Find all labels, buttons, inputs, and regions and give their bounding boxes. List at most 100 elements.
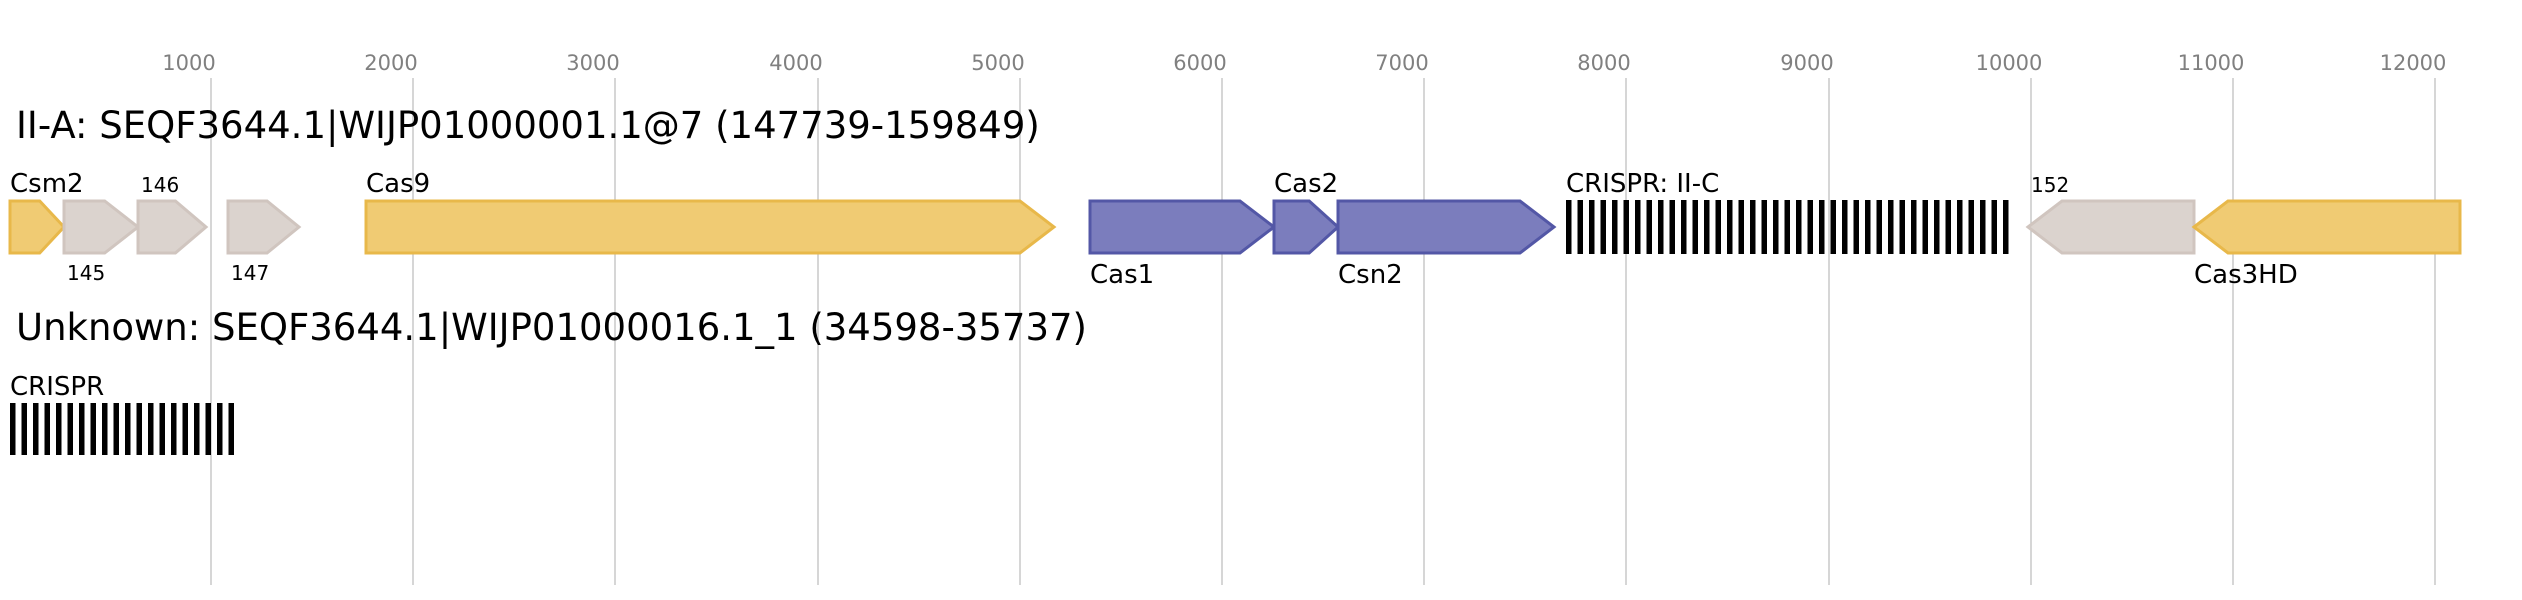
locus-title: II-A: SEQF3644.1|WIJP01000001.1@7 (14773… [16,104,1040,147]
crispr-repeat [1727,200,1733,254]
crispr-repeat [1807,200,1813,254]
crispr-array [1566,200,2009,254]
crispr-repeat [1842,200,1848,254]
feature-label: Csm2 [10,169,84,199]
crispr-repeat [1577,200,1583,254]
gene-arrow-146 [136,199,209,255]
crispr-repeat [102,403,108,455]
crispr-repeat [67,403,73,455]
crispr-repeat [1796,200,1802,254]
crispr-repeat [182,403,188,455]
crispr-repeat [1704,200,1710,254]
axis-tick-label: 1000 [162,51,215,75]
gene-arrow-147 [226,199,302,255]
gene-arrow-cas9 [364,199,1057,255]
crispr-repeat [1853,200,1859,254]
locus-track: II-A: SEQF3644.1|WIJP01000001.1@7 (14773… [8,104,2462,290]
feature-label: Cas3HD [2194,260,2298,290]
locus-title: Unknown: SEQF3644.1|WIJP01000016.1_1 (34… [16,306,1087,349]
crispr-repeat [136,403,142,455]
crispr-repeat [1911,200,1917,254]
crispr-repeat [1876,200,1882,254]
crispr-repeat [56,403,62,455]
crispr-repeat [1635,200,1641,254]
crispr-repeat [1980,200,1986,254]
crispr-repeat [1865,200,1871,254]
crispr-repeat [1669,200,1675,254]
axis-tick-label: 9000 [1780,51,1833,75]
crispr-repeat [1658,200,1664,254]
feature-label: 147 [231,261,269,285]
crispr-repeat [1784,200,1790,254]
crispr-repeat [194,403,200,455]
crispr-repeat [1761,200,1767,254]
grid-lines [210,78,2436,585]
gene-arrow-csm2 [8,199,67,255]
gene-arrow-cas1 [1088,199,1277,255]
axis-tick-label: 4000 [769,51,822,75]
crispr-array [10,403,234,455]
crispr-repeat [44,403,50,455]
crispr-repeat [1566,200,1572,254]
crispr-repeat [21,403,27,455]
feature-label: Cas1 [1090,260,1154,290]
crispr-repeat [1888,200,1894,254]
axis-tick-label: 8000 [1577,51,1630,75]
crispr-repeat [228,403,234,455]
crispr-repeat [1899,200,1905,254]
gene-arrow-cas2 [1272,199,1341,255]
axis-tick-label: 2000 [364,51,417,75]
locus-track: Unknown: SEQF3644.1|WIJP01000016.1_1 (34… [10,306,1087,455]
crispr-repeat [1600,200,1606,254]
gene-arrow-csn2 [1336,199,1557,255]
crispr-repeat [1773,200,1779,254]
crispr-repeat [90,403,96,455]
crispr-repeat [1623,200,1629,254]
gene-arrow-145 [62,199,141,255]
crispr-repeat [1819,200,1825,254]
crispr-repeat [1692,200,1698,254]
crispr-repeat [113,403,119,455]
crispr-repeat [1738,200,1744,254]
crispr-repeat [1830,200,1836,254]
axis-tick-label: 6000 [1173,51,1226,75]
crispr-repeat [1934,200,1940,254]
crispr-repeat [1991,200,1997,254]
axis-tick-label: 12000 [2380,51,2447,75]
crispr-repeat [1589,200,1595,254]
feature-label: CRISPR [10,372,104,402]
crispr-repeat [171,403,177,455]
crispr-repeat [2003,200,2009,254]
feature-label: Cas9 [366,169,430,199]
crispr-repeat [33,403,39,455]
crispr-repeat [148,403,154,455]
feature-label: 146 [141,173,179,197]
axis-tick-label: 11000 [2178,51,2245,75]
axis-tick-label: 5000 [971,51,1024,75]
crispr-repeat [1945,200,1951,254]
axis-tick-labels: 1000 2000 3000 4000 5000 6000 7000 8000 9000 1000… [162,51,2446,75]
feature-label: CRISPR: II-C [1566,169,1719,199]
axis-tick-label: 7000 [1375,51,1428,75]
crispr-repeat [125,403,131,455]
gene-arrow-152 [2025,199,2196,255]
feature-label: 152 [2031,173,2069,197]
crispr-repeat [1681,200,1687,254]
feature-label: 145 [67,261,105,285]
loci: II-A: SEQF3644.1|WIJP01000001.1@7 (14773… [8,104,2462,455]
crispr-repeat [1968,200,1974,254]
crispr-repeat [1750,200,1756,254]
crispr-repeat [1612,200,1618,254]
feature-label: Csn2 [1338,260,1403,290]
gene-arrow-cas3hd [2191,199,2462,255]
crispr-repeat [1957,200,1963,254]
crispr-repeat [1922,200,1928,254]
crispr-repeat [10,403,16,455]
crispr-repeat [1646,200,1652,254]
axis-tick-label: 3000 [566,51,619,75]
axis-tick-label: 10000 [1976,51,2043,75]
crispr-repeat [205,403,211,455]
crispr-repeat [217,403,223,455]
crispr-repeat [1715,200,1721,254]
